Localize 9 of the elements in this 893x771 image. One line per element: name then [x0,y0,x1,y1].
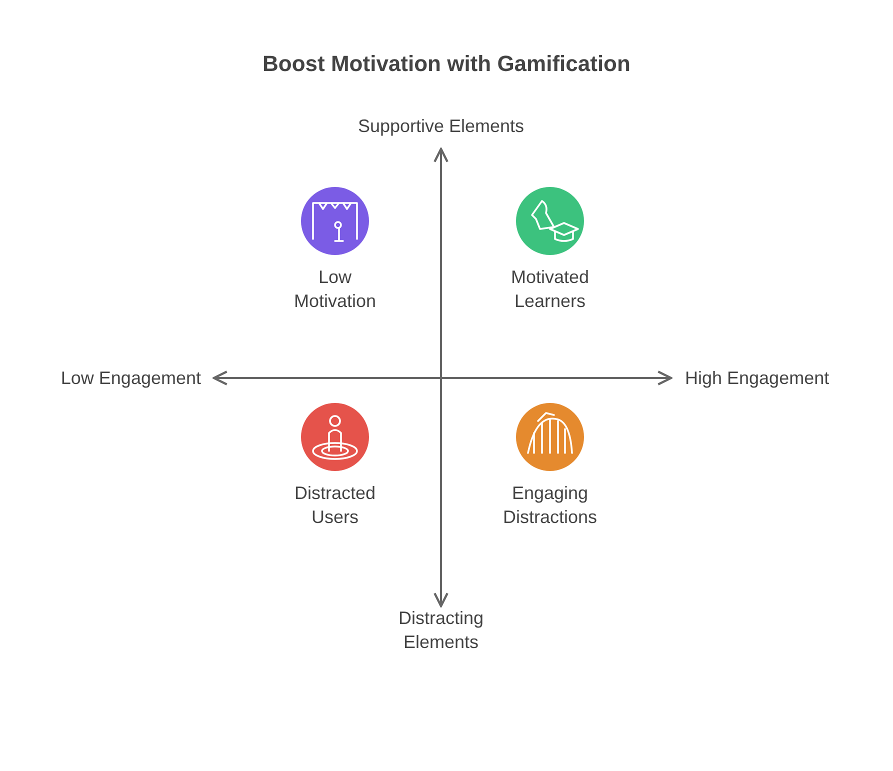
quadrant-label: Motivated Learners [510,266,590,313]
axis-label: Distracting Elements [397,607,485,654]
title: Boost Motivation with Gamification [262,50,632,78]
axis-label: Low Engagement [60,367,201,390]
quadrant-label: Low Motivation [292,266,378,313]
quadrant-label: Engaging Distractions [502,482,598,529]
axis-label: Supportive Elements [356,115,526,138]
quadrant-label: Distracted Users [293,482,377,529]
axis-label: High Engagement [685,367,830,390]
